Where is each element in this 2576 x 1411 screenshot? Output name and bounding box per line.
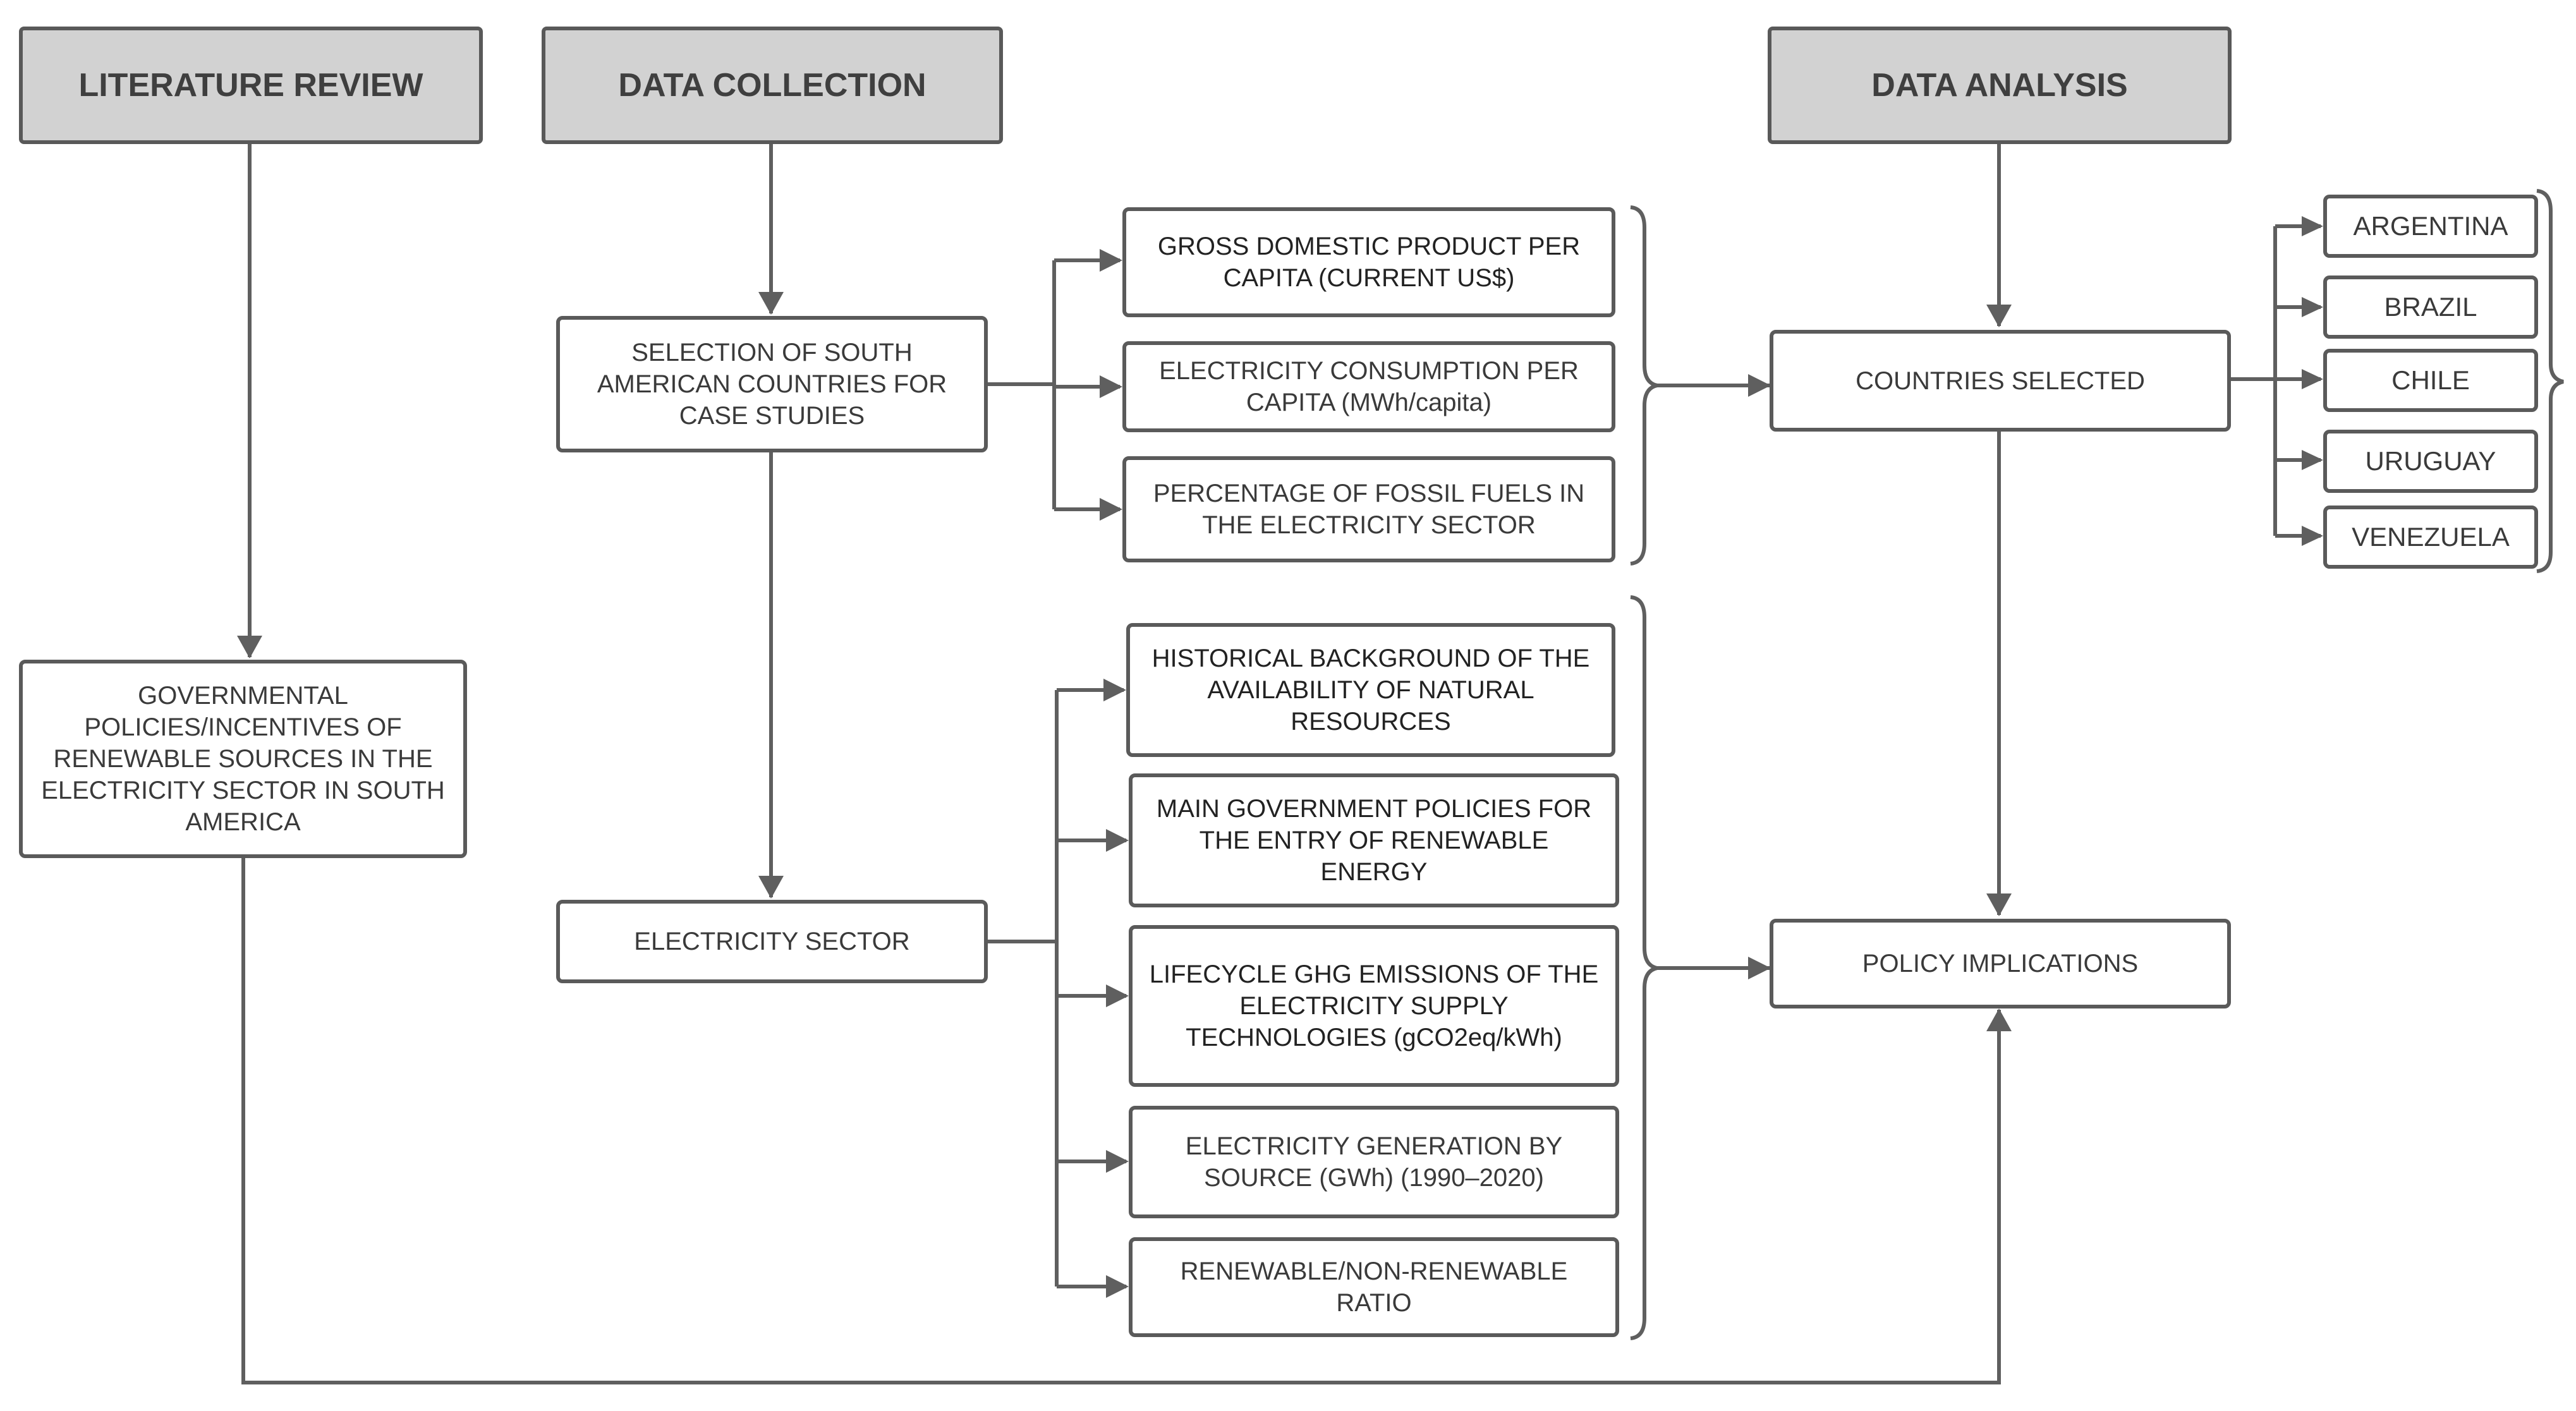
electricity-sector-box: ELECTRICITY SECTOR [556,900,988,983]
brace-sector-items [1630,595,1658,1340]
country-venezuela: VENEZUELA [2323,506,2538,569]
arrowhead-fossil [1100,498,1122,521]
data-analysis-label: DATA ANALYSIS [1871,66,2128,104]
arrowhead-countries-selected [1986,305,2012,327]
countries-selected-box: COUNTRIES SELECTED [1770,330,2231,432]
country-venezuela-text: VENEZUELA [2352,521,2510,552]
item-lifecycle-emissions: LIFECYCLE GHG EMISSIONS OF THE ELECTRICI… [1129,925,1619,1087]
item-generation-by-source: ELECTRICITY GENERATION BY SOURCE (GWh) (… [1129,1106,1619,1218]
arrowhead-uruguay [2302,450,2323,470]
arrowhead-lifecycle [1106,984,1129,1007]
item-main-policies: MAIN GOVERNMENT POLICIES FOR THE ENTRY O… [1129,773,1619,907]
selection-box: SELECTION OF SOUTH AMERICAN COUNTRIES FO… [556,316,988,452]
policy-implications-box: POLICY IMPLICATIONS [1770,919,2231,1008]
country-uruguay: URUGUAY [2323,430,2538,493]
arrowhead-consumption [1100,375,1122,398]
arrowhead-chile [2302,369,2323,389]
arrowhead-to-countries-selected [1748,374,1771,397]
country-brazil: BRAZIL [2323,276,2538,339]
arrowhead-sector [758,876,784,899]
line-policies-to-implications [241,858,2001,1384]
arrowhead-implications-top [1986,893,2012,916]
item-main-policies-text: MAIN GOVERNMENT POLICIES FOR THE ENTRY O… [1156,795,1592,886]
arrowhead-gdp [1100,249,1122,272]
country-argentina-text: ARGENTINA [2353,210,2508,241]
arrowhead-main-policies [1106,829,1129,852]
brace-indicators [1630,205,1658,566]
electricity-sector-text: ELECTRICITY SECTOR [634,928,910,955]
data-collection-label: DATA COLLECTION [618,66,927,104]
policy-implications-text: POLICY IMPLICATIONS [1862,950,2139,978]
arrowhead-brazil [2302,297,2323,317]
item-lifecycle-emissions-text: LIFECYCLE GHG EMISSIONS OF THE ELECTRICI… [1149,960,1599,1051]
government-policies-text: GOVERNMENTAL POLICIES/INCENTIVES OF RENE… [41,682,445,836]
country-chile-text: CHILE [2391,365,2470,395]
indicator-consumption: ELECTRICITY CONSUMPTION PER CAPITA (MWh/… [1122,341,1615,432]
arrowhead-argentina [2302,216,2323,236]
arrowhead-to-implications [1748,957,1771,979]
countries-selected-text: COUNTRIES SELECTED [1856,366,2145,395]
literature-review-header: LITERATURE REVIEW [19,27,483,144]
brace-countries [2536,189,2564,573]
item-renewable-ratio-text: RENEWABLE/NON-RENEWABLE RATIO [1180,1257,1568,1317]
government-policies-box: GOVERNMENTAL POLICIES/INCENTIVES OF RENE… [19,660,467,858]
arrowhead-selection [758,292,784,315]
arrowhead-implications-bottom [1986,1008,2012,1031]
item-generation-by-source-text: ELECTRICITY GENERATION BY SOURCE (GWh) (… [1185,1132,1563,1192]
indicator-consumption-text: ELECTRICITY CONSUMPTION PER CAPITA (MWh/… [1159,357,1579,416]
country-argentina: ARGENTINA [2323,195,2538,258]
selection-text: SELECTION OF SOUTH AMERICAN COUNTRIES FO… [597,339,947,430]
item-historical-background-text: HISTORICAL BACKGROUND OF THE AVAILABILIT… [1151,645,1590,736]
country-brazil-text: BRAZIL [2384,291,2477,322]
arrowhead-generation [1106,1150,1129,1173]
arrowhead-venezuela [2302,526,2323,546]
indicator-gdp: GROSS DOMESTIC PRODUCT PER CAPITA (CURRE… [1122,207,1615,317]
item-historical-background: HISTORICAL BACKGROUND OF THE AVAILABILIT… [1126,623,1615,757]
indicator-gdp-text: GROSS DOMESTIC PRODUCT PER CAPITA (CURRE… [1157,233,1581,292]
data-collection-header: DATA COLLECTION [542,27,1003,144]
item-renewable-ratio: RENEWABLE/NON-RENEWABLE RATIO [1129,1237,1619,1337]
country-uruguay-text: URUGUAY [2365,445,2496,476]
country-chile: CHILE [2323,349,2538,412]
literature-review-label: LITERATURE REVIEW [78,66,423,104]
arrowhead-historical [1103,679,1126,701]
arrowhead-policies [237,636,262,658]
indicator-fossil-fuels-text: PERCENTAGE OF FOSSIL FUELS IN THE ELECTR… [1153,480,1585,539]
arrowhead-ratio [1106,1275,1129,1298]
data-analysis-header: DATA ANALYSIS [1768,27,2232,144]
indicator-fossil-fuels: PERCENTAGE OF FOSSIL FUELS IN THE ELECTR… [1122,456,1615,562]
